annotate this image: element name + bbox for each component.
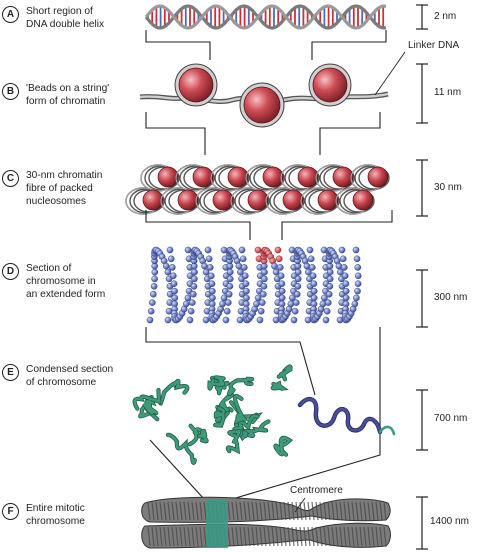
scale-bar-30nm [416,159,428,217]
connector-lines-e-f [149,439,381,501]
connector-lines-d-e [145,327,381,440]
step-f-label: F Entire mitotic chromosome [2,502,144,528]
scale-label-11nm: 11 nm [434,87,462,98]
scale-bar-1400nm [416,496,428,550]
connector-lines-c-d [145,210,393,240]
scale-label-300nm: 300 nm [434,292,468,303]
linker-dna-label: Linker DNA [408,40,460,51]
centromere-label: Centromere [290,485,343,496]
step-f-description: Entire mitotic chromosome [26,503,85,527]
step-a-badge: A [2,6,19,23]
centromere-callout-line [294,497,306,513]
step-c-badge: C [2,170,19,187]
extended-chromosome-loops [146,246,362,324]
scale-bar-300nm [416,269,428,328]
chromatin-30nm-fibre [125,164,390,215]
scale-bar-2nm [416,4,428,30]
step-e-label: E Condensed section of chromosome [2,363,144,389]
step-e-badge: E [2,364,19,381]
scale-label-1400nm: 1400 nm [430,516,469,527]
step-a-description: Short region of DNA double helix [26,6,105,30]
step-e-description: Condensed section of chromosome [26,364,114,388]
step-b-badge: B [2,83,19,100]
step-b-label: B 'Beads on a string' form of chromatin [2,82,144,108]
nucleosome-bead [239,82,285,128]
connector-lines-b-c [145,112,381,155]
nucleosome-bead [174,63,218,107]
scale-label-2nm: 2 nm [434,11,457,22]
step-b-description: 'Beads on a string' form of chromatin [26,83,110,107]
connector-lines-a-b [145,30,387,60]
step-c-description: 30-nm chromatin fibre of packed nucleoso… [26,170,103,207]
dna-double-helix [144,4,387,30]
scale-label-30nm: 30 nm [434,182,462,193]
step-d-description: Section of chromosome in an extended for… [26,263,106,300]
step-d-badge: D [2,263,19,280]
step-a-label: A Short region of DNA double helix [2,5,144,31]
step-d-label: D Section of chromosome in an extended f… [2,262,144,301]
step-c-label: C 30-nm chromatin fibre of packed nucleo… [2,169,144,208]
beads-on-a-string [139,63,389,128]
linker-dna-callout-line [374,51,406,96]
step-f-badge: F [2,503,19,520]
scale-label-700nm: 700 nm [434,413,468,424]
mitotic-chromosome [141,496,391,549]
scale-bar-11nm [416,63,428,124]
scale-bar-700nm [416,389,428,451]
condensed-chromosome-section [132,364,396,465]
nucleosome-bead [308,63,352,107]
